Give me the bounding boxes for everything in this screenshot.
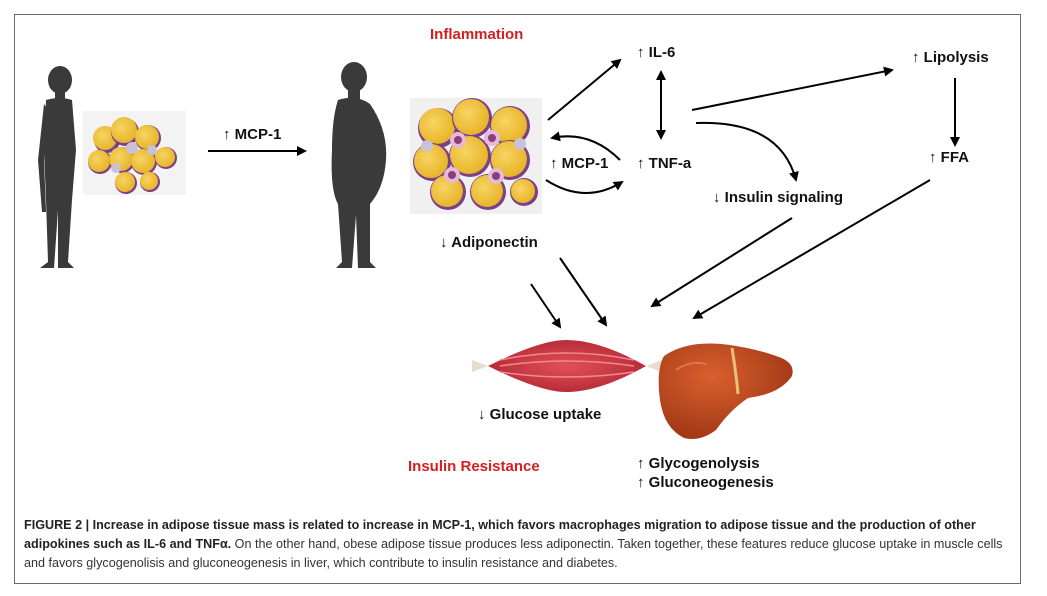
ffa-label: ↑ FFA <box>929 149 970 166</box>
insulin-signaling-label: ↓ Insulin signaling <box>713 189 844 206</box>
obese-adipose-tissue-image <box>410 98 542 214</box>
glucose-uptake-label: ↓ Glucose uptake <box>478 406 602 423</box>
gluconeogenesis-label: ↑ Gluconeogenesis <box>637 474 774 491</box>
down-arrow-icon: ↓ <box>440 234 448 251</box>
insulin-resistance-label: Insulin Resistance <box>408 458 540 475</box>
up-arrow-icon: ↑ <box>550 155 558 172</box>
up-arrow-icon: ↑ <box>223 126 231 143</box>
arrow-adiponectin-to-muscle <box>530 283 562 329</box>
mcp1-left-label: ↑ MCP-1 <box>223 126 282 143</box>
inflammation-label: Inflammation <box>430 26 524 43</box>
lipolysis-label: ↑ Lipolysis <box>912 49 989 66</box>
tnf-label: ↑ TNF-a <box>637 155 692 172</box>
arrow-adipose-to-il6 <box>547 58 622 121</box>
il6-label: ↑ IL-6 <box>637 44 676 61</box>
caption-normal: On the other hand, obese adipose tissue … <box>24 537 1003 570</box>
down-arrow-icon: ↓ <box>478 406 486 423</box>
mcp1-mid-label: ↑ MCP-1 <box>550 155 609 172</box>
arrow-to-lipolysis <box>691 66 894 111</box>
up-arrow-icon: ↑ <box>637 44 645 61</box>
muscle-image <box>472 340 662 392</box>
adiponectin-label: ↓ Adiponectin <box>440 234 538 251</box>
arrow-adiponectin-to-liver <box>559 257 608 327</box>
arrow-to-insulin-signaling <box>695 121 799 182</box>
down-arrow-icon: ↓ <box>713 189 721 206</box>
figure-frame <box>14 14 1021 584</box>
up-arrow-icon: ↑ <box>637 474 645 491</box>
glycogenolysis-label: ↑ Glycogenolysis <box>637 455 760 472</box>
obese-person-silhouette <box>331 62 387 268</box>
up-arrow-icon: ↑ <box>929 149 937 166</box>
diagram-canvas <box>38 58 960 439</box>
arrow-adipose-to-tnf <box>545 179 624 194</box>
arrow-insulin-signaling-to-liver <box>650 217 793 308</box>
lean-adipose-tissue-image <box>83 111 186 195</box>
figure-caption: FIGURE 2 | Increase in adipose tissue ma… <box>24 516 1014 573</box>
up-arrow-icon: ↑ <box>637 155 645 172</box>
caption-bold: FIGURE 2 | Increase in adipose tissue ma… <box>24 518 976 551</box>
liver-image <box>658 343 793 439</box>
arrow-ffa-to-liver <box>692 179 931 320</box>
lean-person-silhouette <box>38 66 76 268</box>
arrow-tnf-to-adipose <box>550 131 621 161</box>
up-arrow-icon: ↑ <box>912 49 920 66</box>
up-arrow-icon: ↑ <box>637 455 645 472</box>
